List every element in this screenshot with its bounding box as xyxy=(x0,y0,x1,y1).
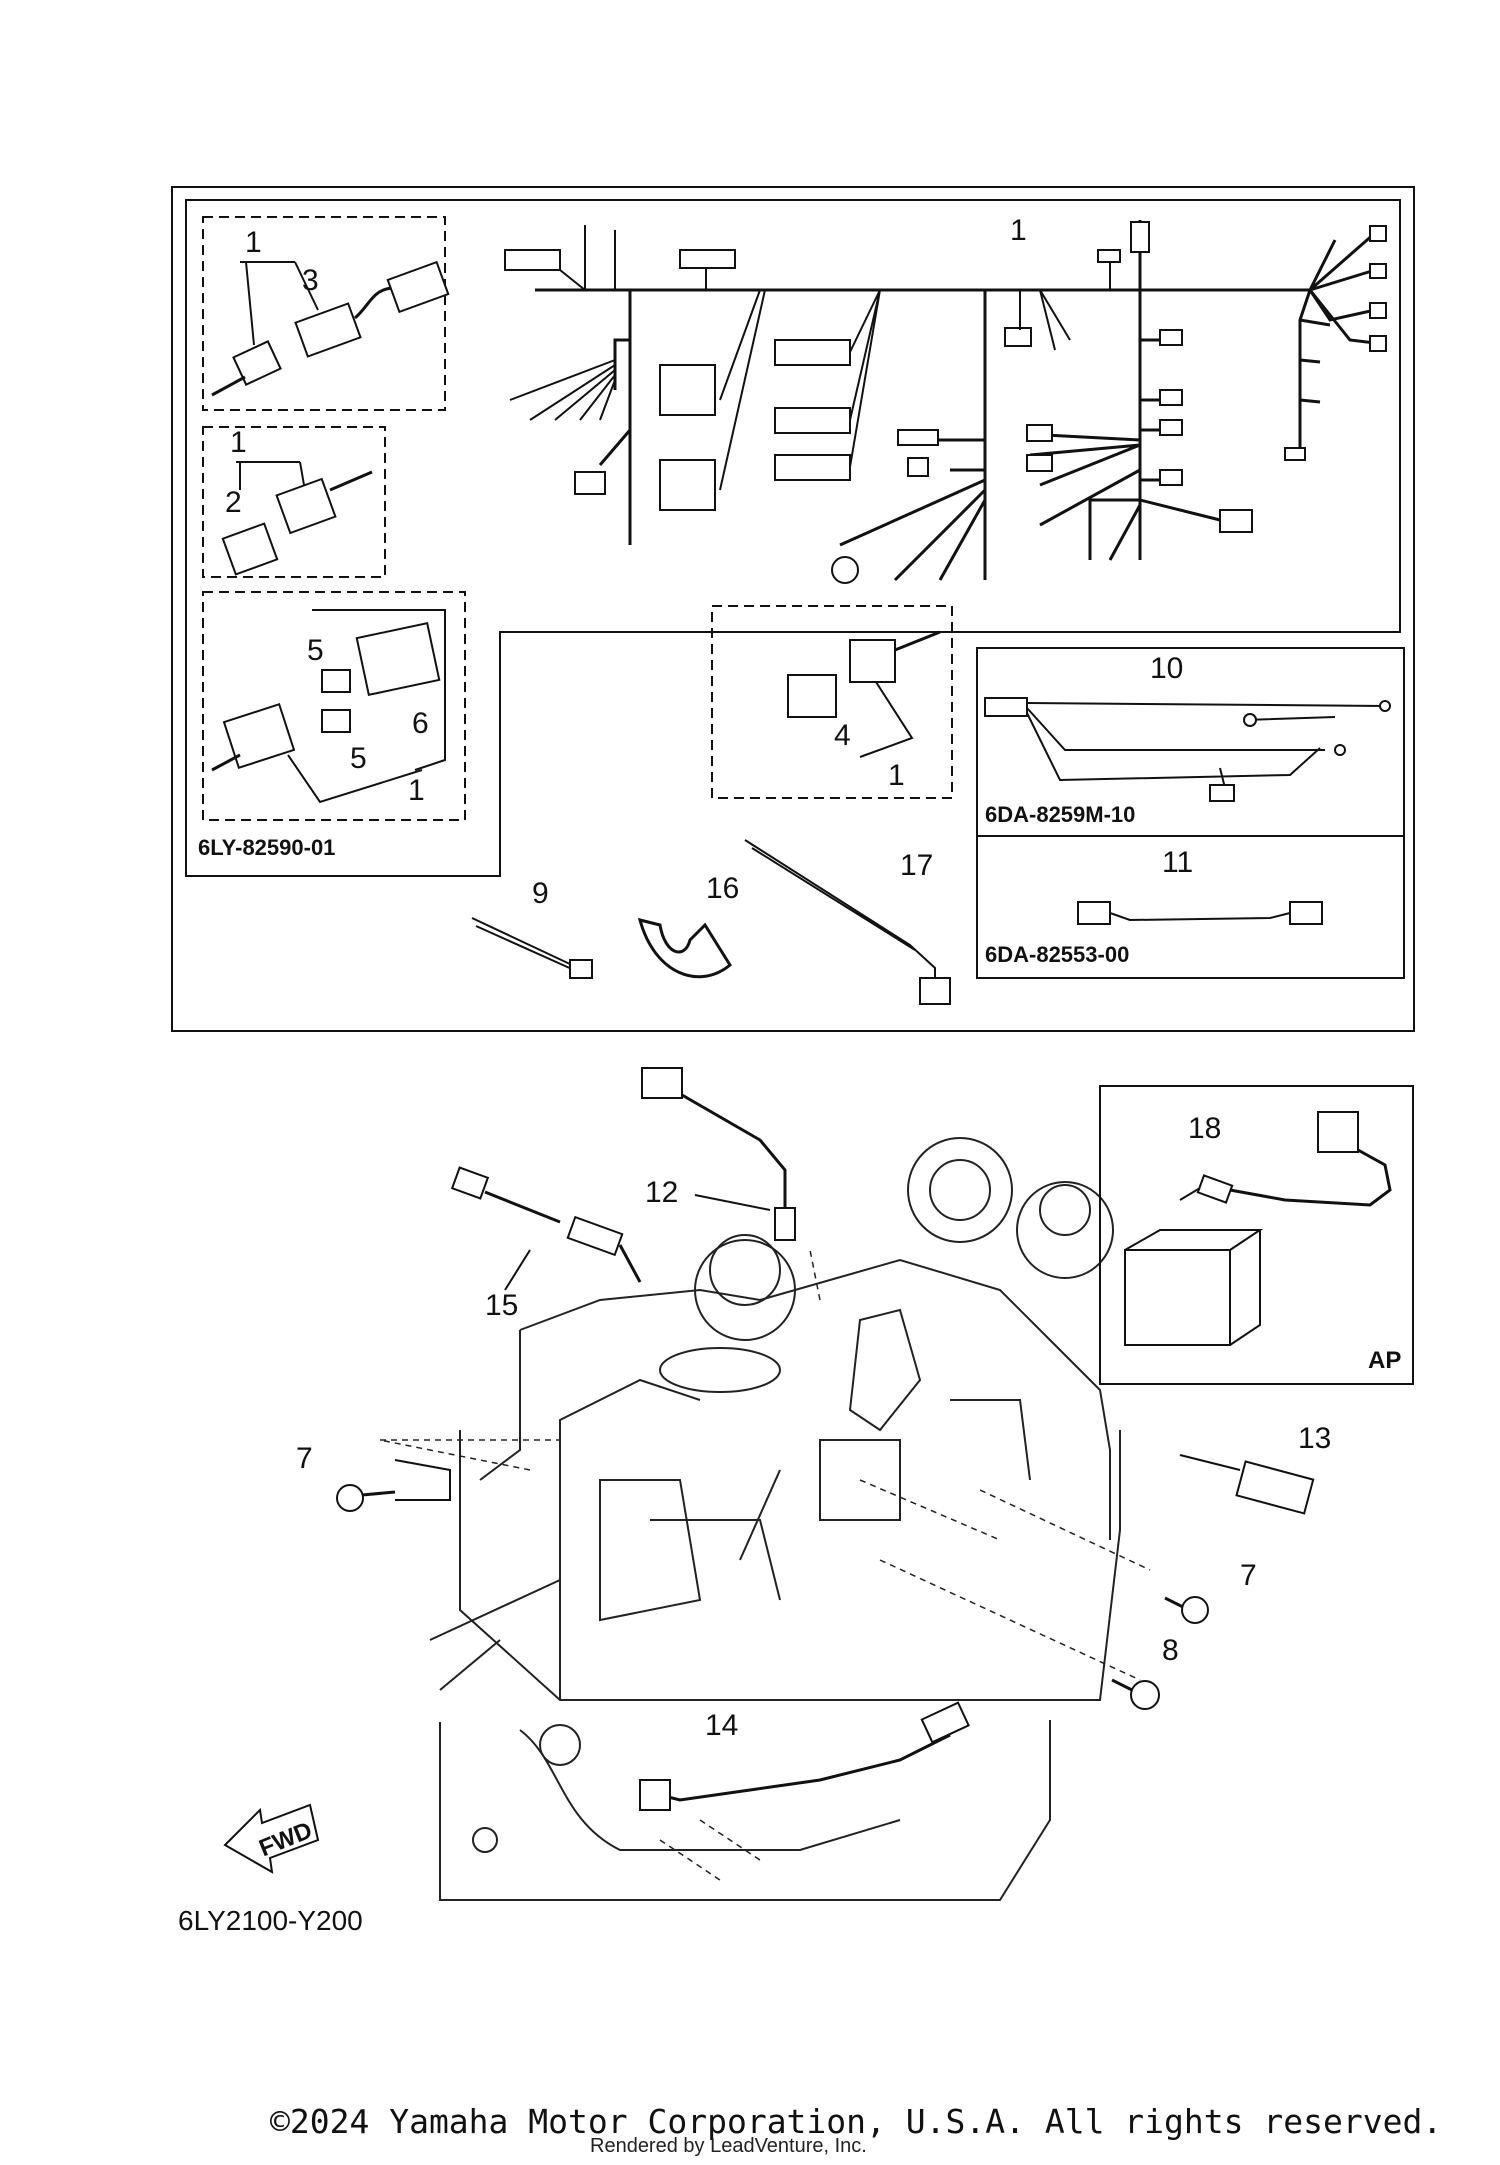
callout-4: 4 xyxy=(834,719,851,752)
bolt-8 xyxy=(1111,1678,1160,1710)
harness-kit-frame xyxy=(185,199,1401,877)
callout-9: 9 xyxy=(532,877,549,910)
cable-tie-9 xyxy=(471,917,593,979)
callout-12: 12 xyxy=(645,1176,678,1209)
sensor-15 xyxy=(450,1166,642,1291)
main-wire-harness xyxy=(504,220,1387,584)
lead-14 xyxy=(639,1701,970,1811)
kit-code-10: 6DA-8259M-10 xyxy=(985,802,1135,827)
kit-code-11: 6DA-82553-00 xyxy=(985,942,1129,967)
callout-10: 10 xyxy=(1150,652,1183,685)
kit-11-box xyxy=(976,835,1405,979)
engine-illustration xyxy=(379,1137,1151,1901)
callout-13: 13 xyxy=(1298,1422,1331,1455)
callout-1d: 1 xyxy=(888,759,905,792)
callout-1c: 1 xyxy=(408,774,425,807)
callout-15: 15 xyxy=(485,1289,518,1322)
callout-2: 2 xyxy=(225,486,242,519)
subassembly-connector-3 xyxy=(202,216,450,411)
callout-1a: 1 xyxy=(245,226,262,259)
sensor-12 xyxy=(641,1067,796,1241)
outer-frame xyxy=(171,186,1415,1032)
callout-1-main: 1 xyxy=(1010,214,1027,247)
bolt-7-left xyxy=(336,1459,451,1512)
callout-16: 16 xyxy=(706,872,739,905)
callout-17: 17 xyxy=(900,849,933,882)
callout-1b: 1 xyxy=(230,426,247,459)
callout-8: 8 xyxy=(1162,1634,1179,1667)
rendered-by: Rendered by LeadVenture, Inc. xyxy=(590,2135,867,2157)
sensor-13 xyxy=(1179,1454,1315,1515)
forward-label: FWD xyxy=(255,1817,316,1863)
forward-arrow: FWD xyxy=(223,1803,320,1874)
diagram-code: 6LY2100-Y200 xyxy=(178,1905,363,1936)
callout-3: 3 xyxy=(302,264,319,297)
copyright-notice: ©2024 Yamaha Motor Corporation, U.S.A. A… xyxy=(270,2102,1443,2141)
ap-box xyxy=(1099,1085,1414,1385)
callout-11: 11 xyxy=(1162,846,1193,879)
callout-6: 6 xyxy=(412,707,429,740)
callout-5b: 5 xyxy=(350,742,367,775)
callout-7b: 7 xyxy=(1240,1559,1257,1592)
callout-18: 18 xyxy=(1188,1112,1221,1145)
callout-14: 14 xyxy=(705,1709,738,1742)
bolt-7-right xyxy=(1164,1596,1209,1624)
cable-tie-17 xyxy=(744,839,951,1005)
callout-5a: 5 xyxy=(307,634,324,667)
clamp-16 xyxy=(637,917,732,979)
subassembly-connector-4 xyxy=(711,605,953,799)
callout-7a: 7 xyxy=(296,1442,313,1475)
ap-label: AP xyxy=(1368,1347,1401,1374)
subassembly-connector-2 xyxy=(202,426,386,578)
subassembly-connector-6 xyxy=(202,591,466,821)
kit-code-main: 6LY-82590-01 xyxy=(198,835,335,860)
